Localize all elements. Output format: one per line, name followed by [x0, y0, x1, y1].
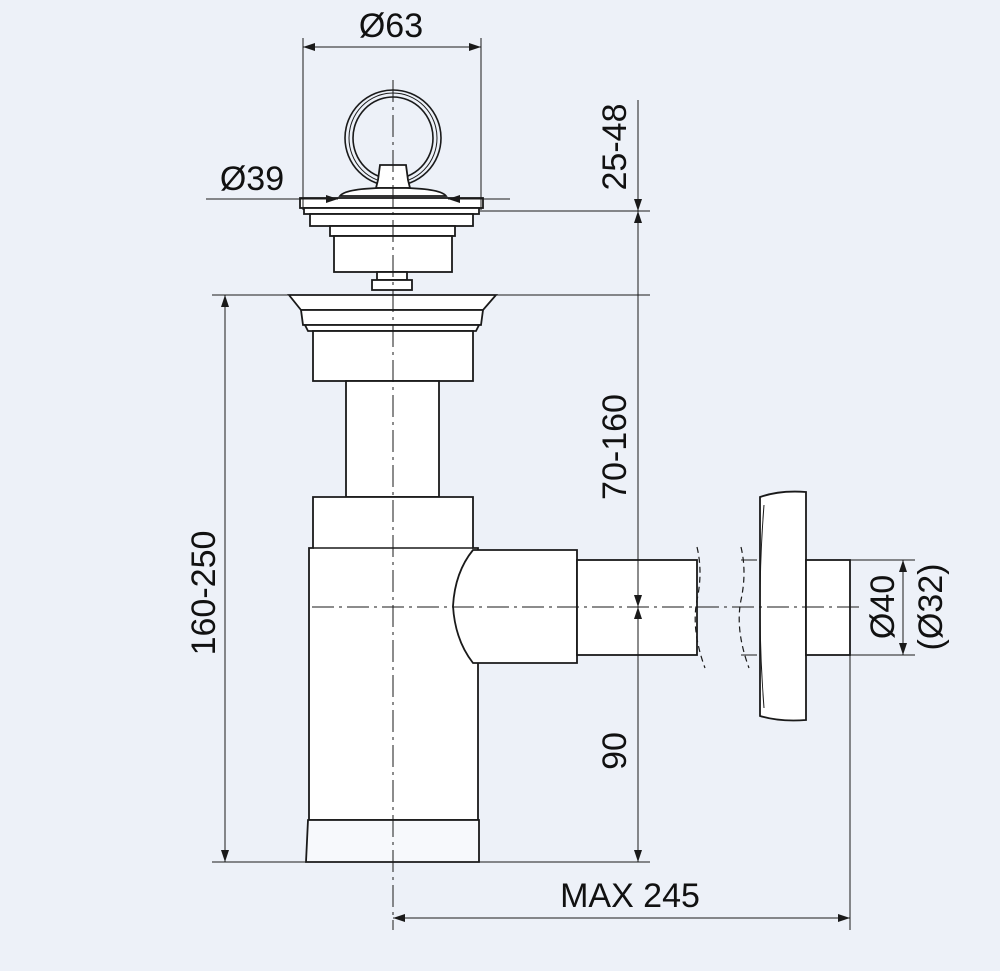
break-line-right	[738, 546, 750, 669]
wall-rosette	[759, 490, 851, 722]
label-tail-length: 70-160	[596, 394, 634, 500]
label-max-reach: MAX 245	[560, 877, 700, 915]
rosette	[759, 490, 807, 722]
label-outlet-diameter-alt: (Ø32)	[912, 564, 950, 651]
label-stopper-height: 25-48	[596, 104, 634, 191]
label-top-diameter: Ø63	[359, 7, 423, 45]
extension-lines	[212, 38, 915, 930]
break-line-left	[694, 546, 706, 669]
drain-flange	[287, 294, 498, 382]
label-stopper-diameter: Ø39	[220, 160, 284, 198]
label-outlet-diameter: Ø40	[864, 575, 902, 639]
stopper-stem	[376, 271, 408, 281]
label-outlet-height: 90	[596, 732, 634, 770]
label-total-height: 160-250	[185, 531, 223, 656]
stopper-plug	[299, 89, 484, 291]
